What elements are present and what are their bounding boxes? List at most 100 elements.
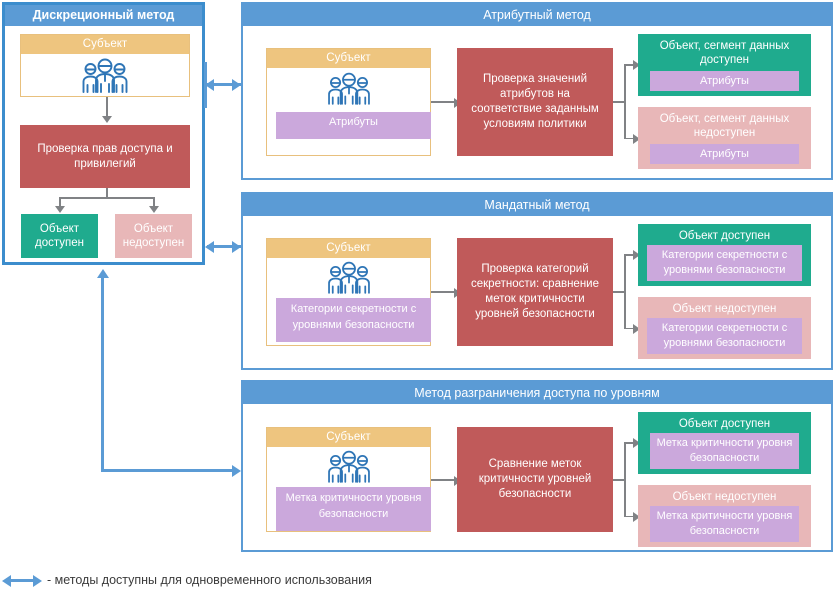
discretionary-granted-label: Объект доступен: [35, 223, 84, 249]
arrow-right-icon: [633, 323, 640, 334]
double-arrow-icon: [205, 240, 214, 253]
discretionary-subject-body: [21, 54, 189, 96]
mandatory-process-label: Проверка категорий секретности: сравнени…: [471, 263, 599, 320]
attribute-subject-body: Атрибуты: [267, 68, 431, 155]
attribute-denied-tag: Атрибуты: [650, 144, 799, 164]
branch-bottom-lead: [624, 515, 635, 517]
branch-bar: [624, 442, 626, 517]
attribute-subject-card[interactable]: Субъект Атрибуты: [266, 48, 431, 156]
arrow-down-icon: [149, 206, 159, 213]
branch-stem: [613, 291, 625, 293]
discretionary-process-box[interactable]: Проверка прав доступа и привилегий: [20, 125, 190, 188]
mandatory-granted-tag: Категории секретности с уровнями безопас…: [647, 245, 802, 281]
mandatory-subject-card[interactable]: Субъект Категории секретности с уровнями…: [266, 238, 431, 346]
mandatory-process-box[interactable]: Проверка категорий секретности: сравнени…: [457, 238, 613, 346]
arrow-right-icon: [633, 511, 640, 522]
branch-right-drop: [153, 197, 155, 208]
panel-level-based-title: Метод разграничения доступа по уровням: [243, 382, 831, 404]
attribute-denied-label: Объект, сегмент данных недоступен: [659, 113, 790, 139]
attribute-denied-box[interactable]: Объект, сегмент данных недоступен Атрибу…: [638, 107, 811, 169]
level-granted-box[interactable]: Объект доступен Метка критичности уровня…: [638, 412, 811, 474]
arrow-line-subject-to-process: [106, 97, 108, 118]
discretionary-process-label: Проверка прав доступа и привилегий: [37, 142, 173, 170]
level-granted-tag: Метка критичности уровня безопасности: [650, 433, 799, 469]
people-group-icon: [327, 72, 370, 105]
mandatory-granted-box[interactable]: Объект доступен Категории секретности с …: [638, 224, 811, 286]
arrow-right-icon: [633, 60, 640, 70]
discretionary-granted-box[interactable]: Объект доступен: [21, 214, 98, 258]
double-arrow-icon: [232, 240, 241, 253]
branch-bar: [624, 254, 626, 329]
panel-attribute-title: Атрибутный метод: [243, 4, 831, 26]
arrow-down-icon: [55, 206, 65, 213]
branch-bottom-lead: [624, 137, 635, 139]
level-subject-body: Метка критичности уровня безопасности: [267, 447, 431, 531]
discretionary-denied-label: Объект недоступен: [122, 223, 185, 249]
mandatory-subject-label: Субъект: [267, 239, 430, 258]
branch-bar: [59, 197, 154, 199]
panel-discretionary-title: Дискреционный метод: [5, 5, 202, 26]
interconnect-mid-line: [207, 245, 241, 248]
people-group-icon: [82, 58, 128, 93]
arrow-down-icon: [102, 116, 112, 123]
panel-level-based[interactable]: Метод разграничения доступа по уровням С…: [241, 380, 833, 552]
mandatory-subject-tag: Категории секретности с уровнями безопас…: [276, 298, 431, 342]
level-granted-label: Объект доступен: [678, 418, 771, 430]
people-group-icon: [327, 450, 370, 483]
branch-stem: [613, 101, 625, 103]
level-subject-card[interactable]: Субъект Метка критичности уровня безопас…: [266, 427, 431, 532]
interconnect-top-line: [207, 83, 241, 86]
mandatory-denied-label: Объект недоступен: [672, 303, 777, 315]
people-group-icon: [327, 261, 370, 294]
panel-mandatory-title: Мандатный метод: [243, 194, 831, 216]
branch-stem: [613, 479, 625, 481]
interconnect-bottom-vertical: [101, 278, 104, 471]
attribute-granted-box[interactable]: Объект, сегмент данных доступен Атрибуты: [638, 34, 811, 96]
level-denied-box[interactable]: Объект недоступен Метка критичности уров…: [638, 485, 811, 547]
double-arrow-icon: [232, 78, 241, 91]
attribute-process-label: Проверка значений атрибутов на соответст…: [471, 73, 599, 130]
arrow-right-icon: [633, 133, 640, 144]
level-denied-tag: Метка критичности уровня безопасности: [650, 506, 799, 542]
level-process-box[interactable]: Сравнение меток критичности уровней безо…: [457, 427, 613, 532]
panel-mandatory[interactable]: Мандатный метод Субъект Категории секрет…: [241, 192, 833, 370]
level-subject-tag: Метка критичности уровня безопасности: [276, 487, 431, 531]
mandatory-denied-tag: Категории секретности с уровнями безопас…: [647, 318, 802, 354]
branch-top-lead: [624, 64, 635, 66]
legend-arrow-line: [9, 579, 37, 582]
arrow-line-subject-to-process: [431, 101, 456, 103]
level-process-label: Сравнение меток критичности уровней безо…: [478, 458, 592, 500]
panel-discretionary[interactable]: Дискреционный метод Субъект: [2, 2, 205, 265]
arrow-right-icon: [232, 464, 241, 477]
attribute-granted-label: Объект, сегмент данных доступен: [659, 40, 790, 66]
arrow-line-subject-to-process: [431, 291, 456, 293]
level-subject-label: Субъект: [267, 428, 430, 447]
mandatory-subject-body: Категории секретности с уровнями безопас…: [267, 258, 431, 345]
discretionary-subject-label: Субъект: [21, 35, 189, 54]
arrow-right-icon: [633, 250, 640, 260]
arrow-line-subject-to-process: [431, 479, 456, 481]
attribute-subject-label: Субъект: [267, 49, 430, 68]
attribute-subject-tag: Атрибуты: [276, 112, 431, 139]
legend-arrow-left-icon: [2, 575, 11, 587]
branch-top-lead: [624, 254, 635, 256]
mandatory-denied-box[interactable]: Объект недоступен Категории секретности …: [638, 297, 811, 359]
branch-left-drop: [59, 197, 61, 208]
interconnect-bottom-horizontal: [101, 469, 235, 472]
level-denied-label: Объект недоступен: [672, 491, 777, 503]
discretionary-denied-box[interactable]: Объект недоступен: [115, 214, 192, 258]
branch-bottom-lead: [624, 327, 635, 329]
branch-bar: [624, 64, 626, 139]
branch-top-lead: [624, 442, 635, 444]
panel-attribute[interactable]: Атрибутный метод Субъект Атрибуты: [241, 2, 833, 180]
legend-label: - методы доступны для одновременного исп…: [47, 573, 372, 587]
mandatory-granted-label: Объект доступен: [678, 230, 771, 242]
attribute-process-box[interactable]: Проверка значений атрибутов на соответст…: [457, 48, 613, 156]
discretionary-subject-card[interactable]: Субъект: [20, 34, 190, 97]
attribute-granted-tag: Атрибуты: [650, 71, 799, 91]
branch-stem: [106, 188, 108, 198]
double-arrow-icon: [205, 78, 214, 91]
legend-arrow-right-icon: [33, 575, 42, 587]
arrow-right-icon: [633, 438, 640, 448]
